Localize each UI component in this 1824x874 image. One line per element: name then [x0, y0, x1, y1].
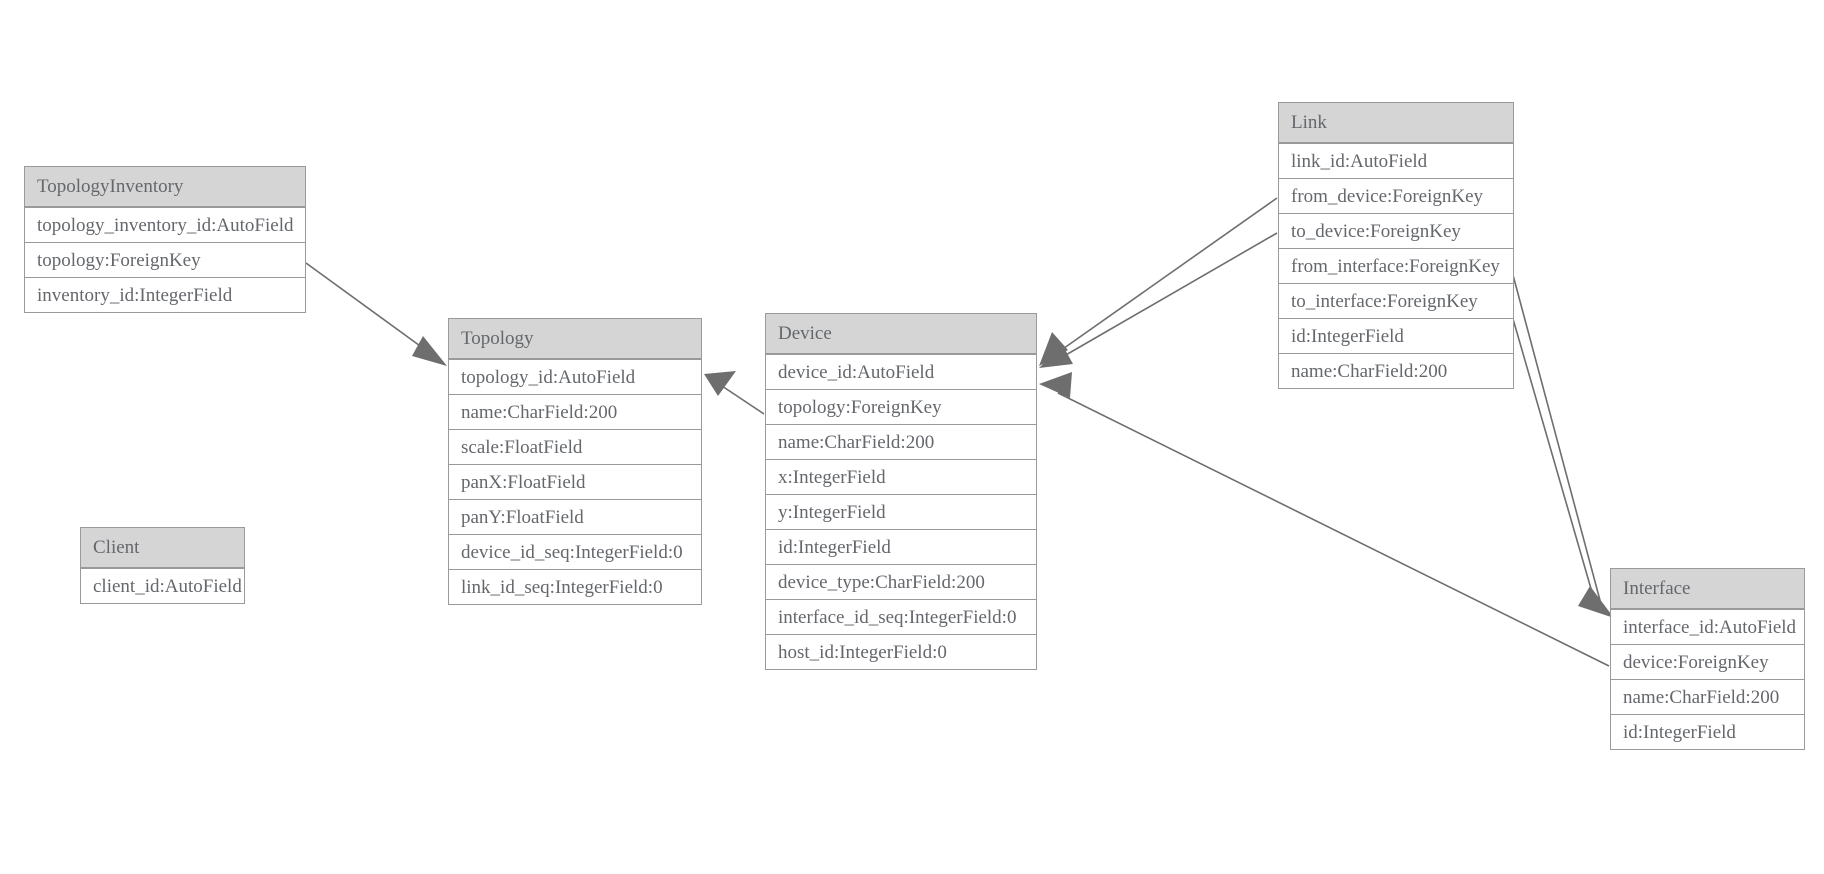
edge-link-from-device[interactable] [1039, 197, 1278, 366]
entity-field[interactable]: link_id_seq:IntegerField:0 [449, 569, 701, 604]
entity-field[interactable]: host_id:IntegerField:0 [766, 634, 1036, 669]
entity-field[interactable]: topology_id:AutoField [449, 359, 701, 394]
edge-topologyinventory-topology[interactable] [305, 262, 447, 366]
entity-field[interactable]: name:CharField:200 [766, 424, 1036, 459]
entity-title: Interface [1611, 569, 1804, 609]
entity-field[interactable]: device_type:CharField:200 [766, 564, 1036, 599]
entity-field[interactable]: to_interface:ForeignKey [1279, 283, 1513, 318]
entity-field[interactable]: from_device:ForeignKey [1279, 178, 1513, 213]
entity-field[interactable]: panX:FloatField [449, 464, 701, 499]
entity-field[interactable]: device:ForeignKey [1611, 644, 1804, 679]
entity-field[interactable]: to_device:ForeignKey [1279, 213, 1513, 248]
entity-interface[interactable]: Interface interface_id:AutoField device:… [1610, 568, 1805, 750]
entity-field[interactable]: name:CharField:200 [1611, 679, 1804, 714]
edge-link-from-interface[interactable] [1512, 274, 1602, 605]
entity-field[interactable]: topology:ForeignKey [766, 389, 1036, 424]
entity-topology[interactable]: Topology topology_id:AutoField name:Char… [448, 318, 702, 605]
edge-interface-device[interactable] [1039, 372, 1610, 667]
edge-device-topology[interactable] [704, 371, 765, 415]
entity-field[interactable]: from_interface:ForeignKey [1279, 248, 1513, 283]
entity-field[interactable]: client_id:AutoField [81, 568, 244, 603]
entity-field[interactable]: topology:ForeignKey [25, 242, 305, 277]
entity-field[interactable]: link_id:AutoField [1279, 143, 1513, 178]
edge-link-to-interface[interactable] [1510, 311, 1614, 618]
entity-field[interactable]: interface_id:AutoField [1611, 609, 1804, 644]
entity-field[interactable]: device_id:AutoField [766, 354, 1036, 389]
entity-title: Link [1279, 103, 1513, 143]
entity-client[interactable]: Client client_id:AutoField [80, 527, 245, 604]
entity-field[interactable]: panY:FloatField [449, 499, 701, 534]
entity-field[interactable]: id:IntegerField [1279, 318, 1513, 353]
entity-title: Topology [449, 319, 701, 359]
entity-field[interactable]: x:IntegerField [766, 459, 1036, 494]
entity-title: Client [81, 528, 244, 568]
entity-field[interactable]: interface_id_seq:IntegerField:0 [766, 599, 1036, 634]
entity-field[interactable]: scale:FloatField [449, 429, 701, 464]
entity-topologyinventory[interactable]: TopologyInventory topology_inventory_id:… [24, 166, 306, 313]
entity-title: Device [766, 314, 1036, 354]
entity-device[interactable]: Device device_id:AutoField topology:Fore… [765, 313, 1037, 670]
entity-field[interactable]: device_id_seq:IntegerField:0 [449, 534, 701, 569]
entity-field[interactable]: id:IntegerField [766, 529, 1036, 564]
entity-link[interactable]: Link link_id:AutoField from_device:Forei… [1278, 102, 1514, 389]
entity-field[interactable]: topology_inventory_id:AutoField [25, 207, 305, 242]
entity-title: TopologyInventory [25, 167, 305, 207]
entity-field[interactable]: id:IntegerField [1611, 714, 1804, 749]
entity-field[interactable]: name:CharField:200 [449, 394, 701, 429]
entity-field[interactable]: y:IntegerField [766, 494, 1036, 529]
edge-link-to-device[interactable] [1039, 232, 1278, 368]
entity-field[interactable]: name:CharField:200 [1279, 353, 1513, 388]
entity-field[interactable]: inventory_id:IntegerField [25, 277, 305, 312]
